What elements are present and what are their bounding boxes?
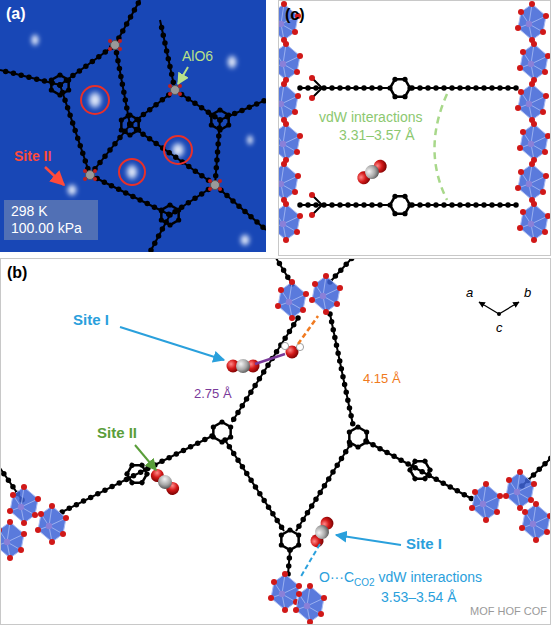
site-label: Site I <box>406 535 442 553</box>
distance-label: 3.31–3.57 Å <box>339 127 415 144</box>
condition-text: 298 K 100.00 kPa <box>11 203 91 237</box>
condition-box: 298 K 100.00 kPa <box>4 200 98 240</box>
site-label: Site I <box>73 311 109 329</box>
site-label: Site II <box>97 424 137 442</box>
distance-label: 3.53–3.54 Å <box>381 589 457 606</box>
axis-label: b <box>524 285 531 301</box>
distance-label: 2.75 Å <box>194 386 232 402</box>
panel-c: (c) vdW interactions3.31–3.57 Å <box>278 0 551 256</box>
watermark: MOF HOF COF <box>470 605 547 618</box>
panel-letter: (b) <box>7 263 27 282</box>
panel-b: (b) Site I 4.15 Å 2.75 Å Site II Site I O···CC… <box>0 258 551 625</box>
panel-letter: (a) <box>6 4 26 23</box>
panel-letter: (c) <box>285 5 305 24</box>
interaction-label: vdW interactions <box>319 109 422 126</box>
axis-label: a <box>466 285 473 301</box>
site-label: Site II <box>14 148 51 165</box>
site-label: AlO6 <box>182 48 213 65</box>
panel-a: (a) AlO6Site II 298 K 100.00 kPa <box>0 0 266 252</box>
axis-label: c <box>496 320 503 336</box>
subscript: CO2 <box>354 577 375 589</box>
distance-label: 4.15 Å <box>363 371 401 387</box>
interaction-label: O···C <box>319 569 354 586</box>
interaction-label: vdW interactions <box>379 569 482 586</box>
